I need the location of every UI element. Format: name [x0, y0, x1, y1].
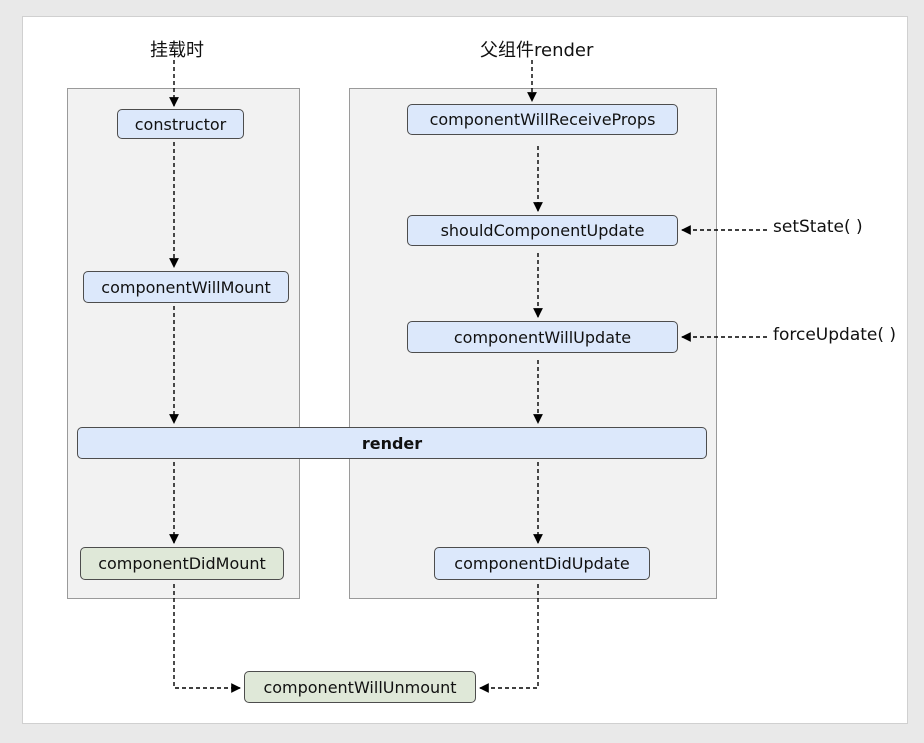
component-did-update-node: componentDidUpdate	[434, 547, 650, 580]
set-state-label: setState( )	[773, 217, 863, 237]
component-will-mount-node: componentWillMount	[83, 271, 289, 303]
component-will-update-node: componentWillUpdate	[407, 321, 678, 353]
render-node: render	[77, 427, 707, 459]
arrow-did-mount-to-will-unmount	[173, 584, 241, 693]
force-update-label: forceUpdate( )	[773, 325, 897, 345]
component-will-unmount-node: componentWillUnmount	[244, 671, 476, 703]
mount-label: 挂载时	[150, 40, 204, 61]
arrow-did-update-to-will-unmount	[479, 584, 539, 693]
component-did-mount-node: componentDidMount	[80, 547, 284, 580]
component-will-receive-props-node: componentWillReceiveProps	[407, 104, 678, 135]
mount-panel	[67, 88, 300, 599]
parent-render-label: 父组件render	[480, 40, 594, 61]
constructor-node: constructor	[117, 109, 244, 139]
should-component-update-node: shouldComponentUpdate	[407, 215, 678, 246]
